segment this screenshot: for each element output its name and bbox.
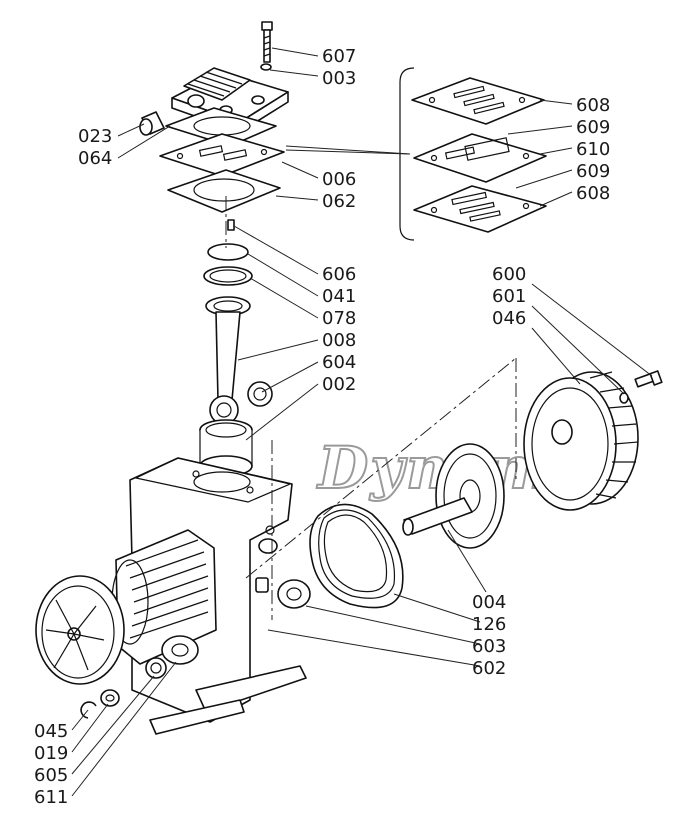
label-062: 062 [322,191,356,212]
label-608-top: 608 [576,95,610,116]
label-126: 126 [472,614,506,635]
detail-bracket [285,67,415,241]
label-023: 023 [78,126,112,147]
label-006: 006 [322,169,356,190]
washer-019 [100,689,120,707]
label-041: 041 [322,286,356,307]
bearing-603 [277,579,311,609]
label-606: 606 [322,264,356,285]
label-603: 603 [472,636,506,657]
label-610: 610 [576,139,610,160]
label-601: 601 [492,286,526,307]
label-045: 045 [34,721,68,742]
label-602: 602 [472,658,506,679]
bolt-600 [634,370,663,388]
label-600: 600 [492,264,526,285]
fitting-023 [139,111,165,136]
label-609-bottom: 609 [576,161,610,182]
flywheel-046 [523,371,639,511]
valve-plate-608-bottom [413,185,547,233]
gasket-062 [167,169,281,213]
bolt-607 [261,21,273,63]
crankshaft-pulley-004 [402,443,505,549]
label-608-bottom: 608 [576,183,610,204]
motor-fan [35,575,125,685]
bearing-604 [247,381,273,407]
label-609-top: 609 [576,117,610,138]
sleeve-602 [255,577,269,593]
washer-601 [619,392,629,404]
label-064: 064 [78,148,112,169]
belt-126 [309,503,404,609]
label-078: 078 [322,308,356,329]
label-003: 003 [322,68,356,89]
conrod-008 [205,296,251,425]
part-labels: 607 003 023 064 006 062 608 609 610 609 … [34,46,610,808]
label-607: 607 [322,46,356,67]
label-604: 604 [322,352,356,373]
label-002: 002 [322,374,356,395]
label-611: 611 [34,787,68,808]
cylinder-002 [199,419,253,477]
center-lines [225,196,517,620]
ring-078 [203,266,253,286]
electric-motor [111,529,217,665]
label-019: 019 [34,743,68,764]
screw-606 [227,219,235,231]
valve-plate-608-top [411,77,545,125]
label-008: 008 [322,330,356,351]
valve-plate-middle [413,133,547,183]
label-605: 605 [34,765,68,786]
washer-003 [260,63,272,71]
label-046: 046 [492,308,526,329]
leader-lines [71,47,653,797]
label-004: 004 [472,592,506,613]
piston-top-041 [207,243,249,261]
seal-605 [145,657,167,679]
valve-plate-006 [159,133,285,177]
